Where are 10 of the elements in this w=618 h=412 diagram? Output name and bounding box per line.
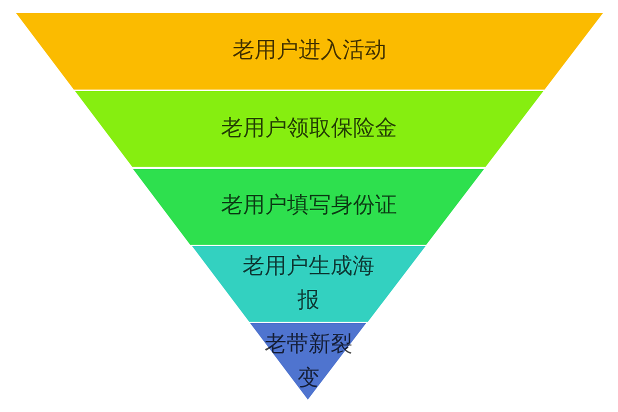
stage-label: 老用户领取保险金 — [220, 115, 398, 144]
stage-label: 老用户生成海报 — [242, 252, 376, 315]
funnel-stage — [16, 13, 603, 90]
funnel-stage — [133, 168, 484, 244]
stage-label: 老用户填写身份证 — [220, 192, 398, 220]
funnel-stage — [192, 246, 426, 322]
stage-label: 老带新裂变 — [263, 330, 354, 393]
funnel-stage — [74, 91, 544, 168]
funnel-stage — [250, 323, 366, 400]
stage-label: 老用户进入活动 — [232, 37, 388, 66]
